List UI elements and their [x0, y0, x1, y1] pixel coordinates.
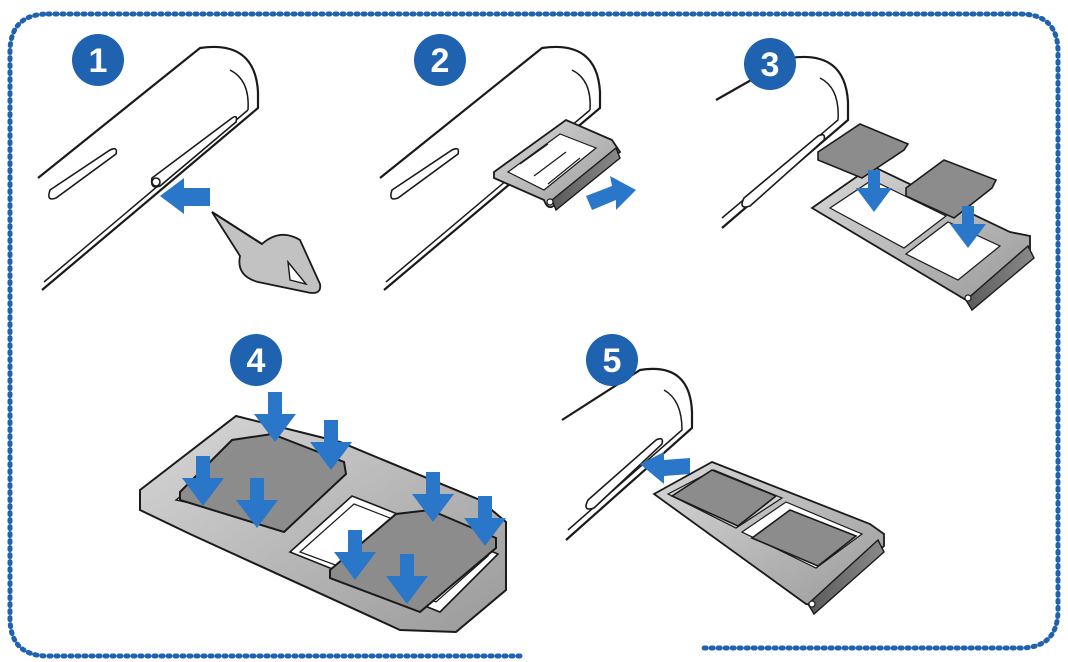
down-arrow-icon — [182, 456, 224, 506]
step-2-badge — [414, 34, 466, 86]
phone-edge — [379, 45, 602, 291]
step-4-badge — [230, 334, 282, 386]
step-2-panel: 2 — [379, 34, 636, 291]
insert-arrow-icon — [640, 452, 690, 484]
sim-tray-slot — [150, 115, 238, 188]
phone-edge — [561, 367, 694, 541]
step-3-number: 3 — [761, 46, 780, 84]
step-1-panel: 1 — [37, 34, 322, 294]
sim-tray-slot — [585, 437, 664, 510]
micro-sd-card — [750, 509, 858, 567]
down-arrow-icon — [950, 206, 986, 248]
insert-arrow-icon — [160, 178, 210, 214]
down-arrow-icon — [310, 420, 352, 470]
dotted-frame-border — [7, 11, 1061, 659]
step-5-number: 5 — [603, 342, 622, 380]
step-3-badge — [744, 38, 796, 90]
down-arrow-icon — [856, 170, 892, 212]
down-arrow-icon — [464, 496, 506, 546]
micro-sd-card — [905, 159, 998, 219]
step-1-number: 1 — [89, 42, 108, 80]
step-3-panel: 3 — [715, 38, 1035, 312]
step-5-panel: 5 — [561, 334, 885, 616]
nano-sim-card — [817, 123, 910, 179]
step-4-number: 4 — [247, 342, 266, 380]
down-arrow-icon — [236, 478, 278, 528]
down-arrow-icon — [254, 392, 296, 442]
down-arrow-icon — [412, 472, 454, 522]
eject-hole — [151, 177, 161, 187]
down-arrow-icon — [334, 530, 376, 580]
step-4-panel: 4 — [139, 334, 507, 634]
step-1-badge — [72, 34, 124, 86]
phone-edge — [715, 55, 850, 229]
nano-sim-card — [670, 469, 778, 527]
step-2-number: 2 — [431, 42, 450, 80]
eject-arrow-icon — [586, 176, 636, 210]
step-5-badge — [586, 334, 638, 386]
down-arrow-icon — [386, 554, 428, 604]
phone-edge — [37, 45, 260, 291]
